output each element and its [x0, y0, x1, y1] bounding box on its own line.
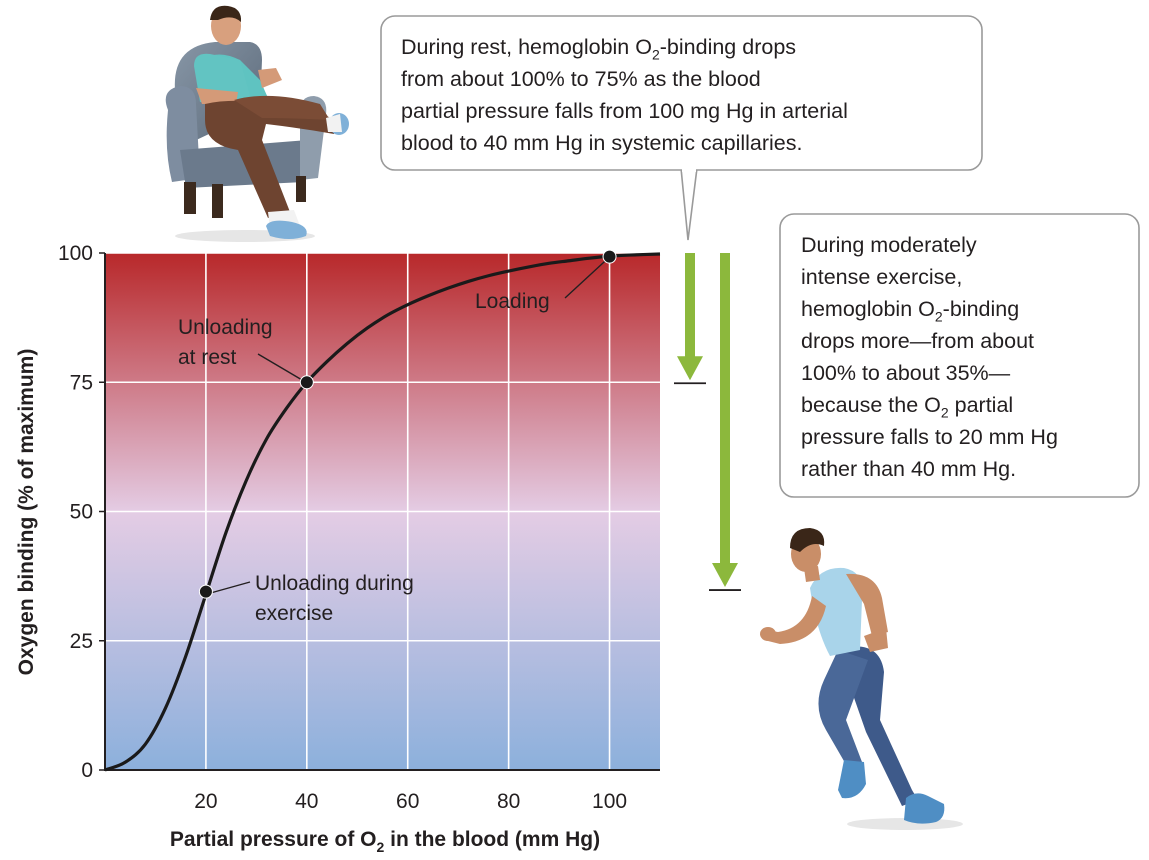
annotation-leaders	[211, 260, 607, 594]
callout-rest-box	[380, 15, 983, 171]
data-point	[299, 375, 314, 390]
leader-line	[257, 353, 302, 380]
dissociation-curve	[104, 252, 661, 772]
running-man-illustration	[760, 528, 963, 830]
data-points	[198, 249, 617, 599]
callout-rest-tail	[680, 167, 698, 241]
callout-exercise-line: During moderately	[801, 233, 977, 257]
callout-rest-line: blood to 40 mm Hg in systemic capillarie…	[401, 131, 803, 155]
y-tick-labels: 0 25 50 75 100	[58, 242, 105, 782]
x-tick-label: 20	[194, 790, 217, 813]
callout-exercise-text: During moderately intense exercise, hemo…	[801, 229, 1131, 485]
label-unloading-exercise-line1: Unloading during	[255, 572, 414, 595]
label-unloading-rest-line1: Unloading	[178, 316, 273, 339]
resting-man-illustration	[165, 5, 349, 242]
leader-line	[211, 581, 251, 594]
drop-arrow-head	[712, 563, 738, 588]
gridlines	[105, 252, 660, 770]
x-tick-label: 40	[295, 790, 318, 813]
callout-exercise-line: drops more—from about	[801, 329, 1035, 353]
callout-exercise-line: pressure falls to 20 mm Hg	[801, 425, 1058, 449]
callout-exercise-line: hemoglobin O2-binding	[801, 297, 1020, 325]
callout-exercise-line: intense exercise,	[801, 265, 963, 289]
x-tick-label: 80	[497, 790, 520, 813]
label-loading: Loading	[475, 290, 550, 313]
callout-rest-line: partial pressure falls from 100 mg Hg in…	[401, 99, 848, 123]
drop-arrow-head	[677, 356, 703, 381]
callout-exercise-line: because the O2 partial	[801, 393, 1014, 421]
y-tick-label: 50	[70, 501, 93, 524]
label-unloading-exercise-line2: exercise	[255, 602, 333, 625]
y-tick-label: 75	[70, 371, 93, 394]
x-tick-labels: 20 40 60 80 100	[194, 790, 627, 813]
y-axis-title: Oxygen binding (% of maximum)	[15, 349, 38, 676]
x-axis-title: Partial pressure of O2 in the blood (mm …	[170, 828, 600, 855]
chart: 0 25 50 75 100 20 40 60 80 100 Loading Unloading…	[15, 242, 661, 855]
callout-rest-text: During rest, hemoglobin O2-binding drops…	[401, 31, 971, 159]
data-point	[602, 249, 617, 264]
drop-arrows	[674, 253, 741, 591]
y-tick-label: 25	[70, 630, 93, 653]
x-tick-label: 100	[592, 790, 627, 813]
label-unloading-rest-line2: at rest	[178, 346, 237, 369]
callout-exercise-box	[779, 213, 1140, 498]
callout-exercise-line: rather than 40 mm Hg.	[801, 457, 1017, 481]
y-tick-label: 100	[58, 242, 93, 265]
callout-rest-tail-joint	[682, 166, 696, 172]
y-tick-label: 0	[81, 759, 93, 782]
callout-exercise-line: 100% to about 35%—	[801, 361, 1011, 385]
data-point	[198, 584, 213, 599]
callout-rest-line: from about 100% to 75% as the blood	[401, 67, 761, 91]
leader-line	[564, 260, 607, 299]
callout-rest-line: During rest, hemoglobin O2-binding drops	[401, 35, 797, 63]
x-tick-label: 60	[396, 790, 419, 813]
